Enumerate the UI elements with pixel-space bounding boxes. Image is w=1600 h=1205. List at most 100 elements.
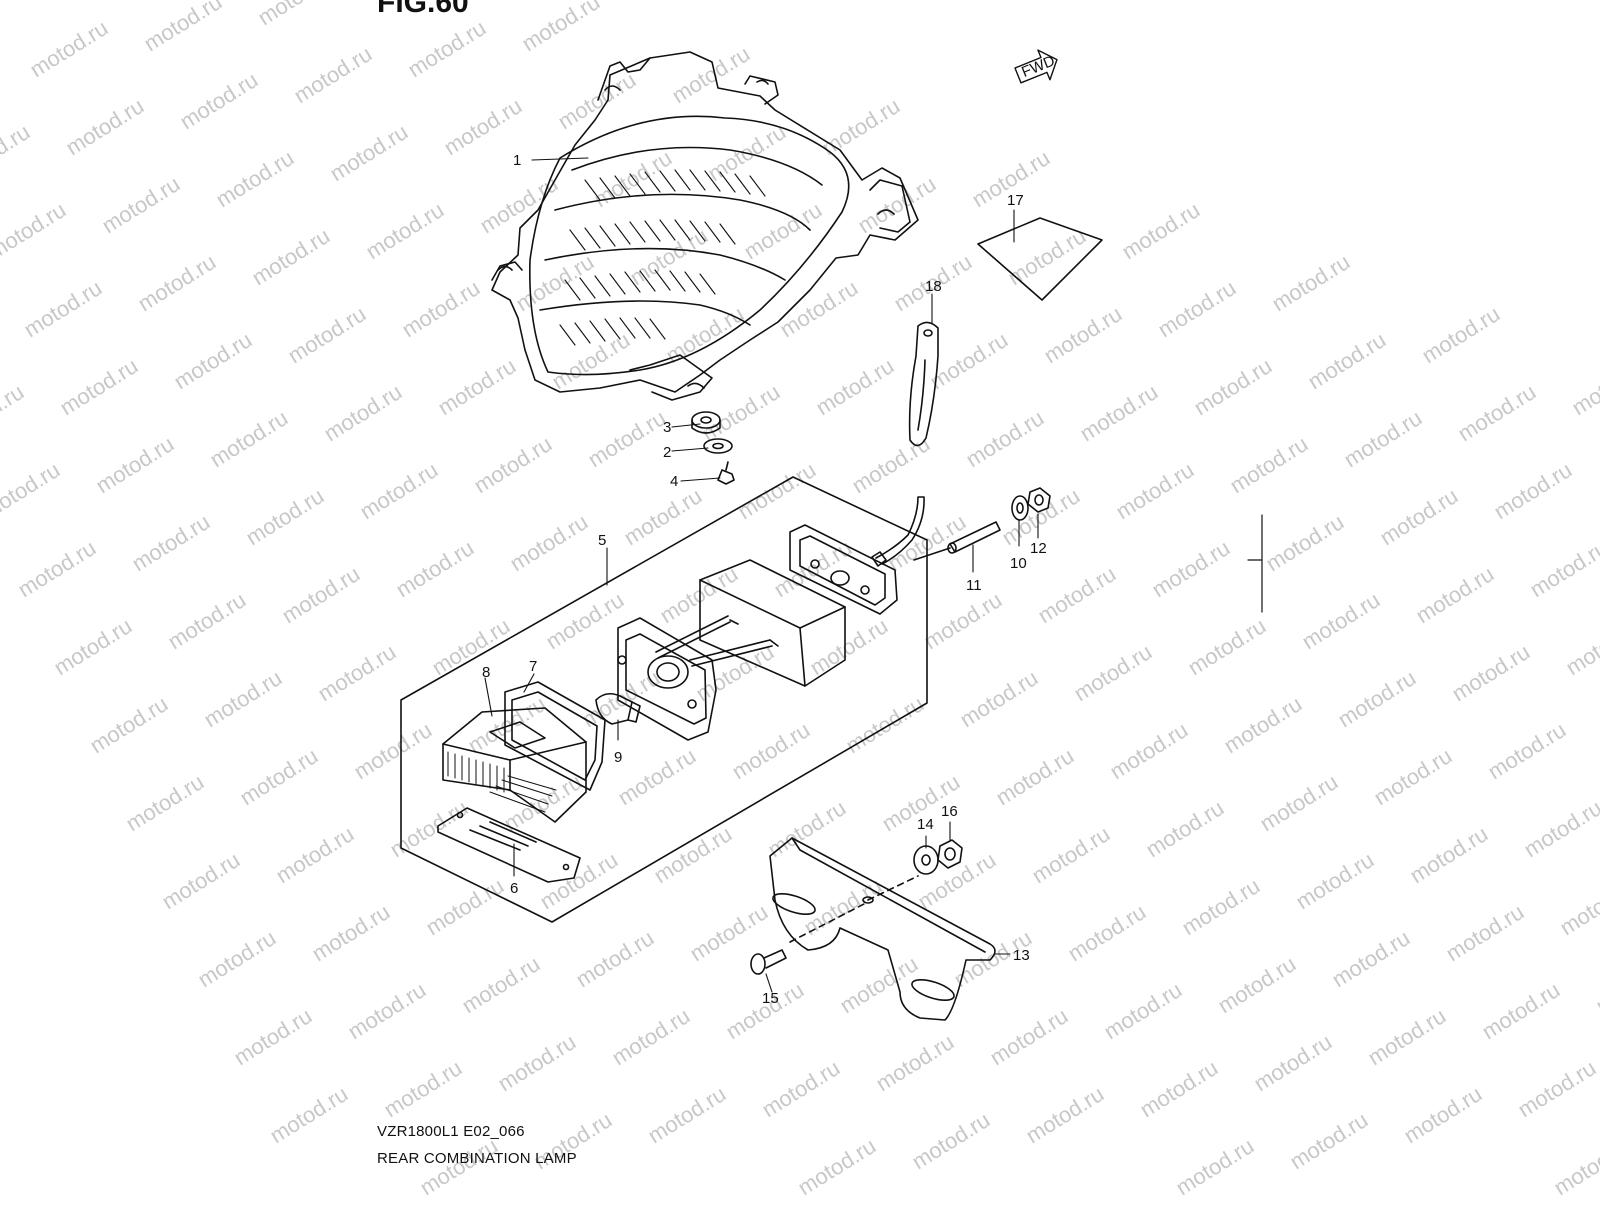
watermark-text: motod.ru: [61, 93, 148, 160]
watermark-text: motod.ru: [211, 145, 298, 212]
watermark-text: motod.ru: [0, 457, 64, 524]
watermark-text: motod.ru: [649, 821, 736, 888]
watermark-text: motod.ru: [169, 327, 256, 394]
callout-12: 12: [1030, 540, 1047, 557]
callout-6: 6: [510, 880, 518, 897]
callout-5: 5: [598, 532, 606, 549]
watermark-text: motod.ru: [955, 665, 1042, 732]
watermark-text: motod.ru: [313, 639, 400, 706]
watermark-text: motod.ru: [1411, 561, 1498, 628]
watermark-text: motod.ru: [283, 301, 370, 368]
watermark-text: motod.ru: [1027, 821, 1114, 888]
watermark-text: motod.ru: [157, 847, 244, 914]
callout-16: 16: [941, 803, 958, 820]
tail-lamp-housing: [491, 51, 919, 401]
watermark-text: motod.ru: [175, 67, 262, 134]
watermark-text: motod.ru: [727, 717, 814, 784]
watermark-text: motod.ru: [463, 691, 550, 758]
watermark-text: motod.ru: [265, 1081, 352, 1148]
watermark-text: motod.ru: [991, 743, 1078, 810]
watermark-text: motod.ru: [391, 535, 478, 602]
watermark-text: motod.ru: [49, 613, 136, 680]
callout-8: 8: [482, 664, 490, 681]
watermark-text: motod.ru: [619, 483, 706, 550]
callout-10: 10: [1010, 555, 1027, 572]
watermark-text: motod.ru: [1447, 639, 1534, 706]
watermark-text: motod.ru: [439, 93, 526, 160]
watermark-text: motod.ru: [1303, 327, 1390, 394]
leader-lines: [484, 157, 1039, 993]
watermark-text: motod.ru: [769, 535, 856, 602]
watermark-text: motod.ru: [271, 821, 358, 888]
watermark-text: motod.ru: [1111, 457, 1198, 524]
watermark-text: motod.ru: [1219, 691, 1306, 758]
watermark-text: motod.ru: [1591, 951, 1600, 1018]
watermark-text: motod.ru: [55, 353, 142, 420]
watermark-text: motod.ru: [1171, 1133, 1258, 1200]
watermark-text: motod.ru: [1153, 275, 1240, 342]
watermark-text: motod.ru: [853, 171, 940, 238]
spacer-parts: [913, 487, 1051, 561]
watermark-text: motod.ru: [427, 613, 514, 680]
watermark-text: motod.ru: [91, 431, 178, 498]
callout-15: 15: [762, 990, 779, 1007]
watermark-text: motod.ru: [1453, 379, 1540, 446]
watermark-text: motod.ru: [0, 0, 76, 4]
grommet-parts: [691, 411, 735, 485]
watermark-text: motod.ru: [961, 405, 1048, 472]
watermark-text: motod.ru: [25, 15, 112, 82]
watermark-text: motod.ru: [985, 1003, 1072, 1070]
watermark-text: motod.ru: [775, 275, 862, 342]
watermark-text: motod.ru: [583, 405, 670, 472]
watermark-text: motod.ru: [385, 795, 472, 862]
model-code: VZR1800L1 E02_066: [377, 1123, 525, 1140]
watermark-text: motod.ru: [1417, 301, 1504, 368]
watermark-text: motod.ru: [571, 925, 658, 992]
watermark-text: motod.ru: [19, 275, 106, 342]
watermark-text: motod.ru: [199, 665, 286, 732]
watermark-text: motod.ru: [1069, 639, 1156, 706]
callout-14: 14: [917, 816, 934, 833]
callout-4: 4: [670, 473, 678, 490]
watermark-text: motod.ru: [541, 587, 628, 654]
watermark-text: motod.ru: [469, 431, 556, 498]
watermark-text: motod.ru: [613, 743, 700, 810]
watermark-text: motod.ru: [763, 795, 850, 862]
watermark-text: motod.ru: [289, 41, 376, 108]
watermark-text: motod.ru: [811, 353, 898, 420]
watermark-text: motod.ru: [1039, 301, 1126, 368]
watermark-text: motod.ru: [1033, 561, 1120, 628]
figure-label: FIG.60: [377, 0, 469, 19]
watermark-text: motod.ru: [85, 691, 172, 758]
watermark-text: motod.ru: [1189, 353, 1276, 420]
watermark-text: motod.ru: [457, 951, 544, 1018]
watermark-text: motod.ru: [1477, 977, 1564, 1044]
watermark-text: motod.ru: [121, 769, 208, 836]
watermark-text: motod.ru: [349, 717, 436, 784]
watermark-text: motod.ru: [1327, 925, 1414, 992]
watermark-text: motod.ru: [721, 977, 808, 1044]
watermark-text: motod.ru: [1483, 717, 1570, 784]
fwd-arrow-icon: FWD: [1014, 49, 1058, 84]
watermark-text: motod.ru: [1567, 353, 1600, 420]
watermark-text: motod.ru: [871, 1029, 958, 1096]
callout-numbers: 1 2 3 4 5 6 7 8 9 10 11 12 13 14 15 16 1…: [482, 152, 1047, 1007]
watermark-text: motod.ru: [1099, 977, 1186, 1044]
watermark-text: motod.ru: [733, 457, 820, 524]
watermark-text: motod.ru: [1489, 457, 1576, 524]
watermark-text: motod.ru: [361, 197, 448, 264]
watermark-text: motod.ru: [253, 0, 340, 30]
watermark-text: motod.ru: [421, 873, 508, 940]
margin-rule: [1247, 514, 1263, 613]
watermark-text: motod.ru: [517, 0, 604, 56]
watermark-text: motod.ru: [397, 275, 484, 342]
watermark-text: motod.ru: [133, 249, 220, 316]
callout-3: 3: [663, 419, 671, 436]
watermark-text: motod.ru: [1363, 1003, 1450, 1070]
watermark-text: motod.ru: [325, 119, 412, 186]
watermark-text: motod.ru: [1525, 535, 1600, 602]
watermark-text: motod.ru: [1267, 249, 1354, 316]
